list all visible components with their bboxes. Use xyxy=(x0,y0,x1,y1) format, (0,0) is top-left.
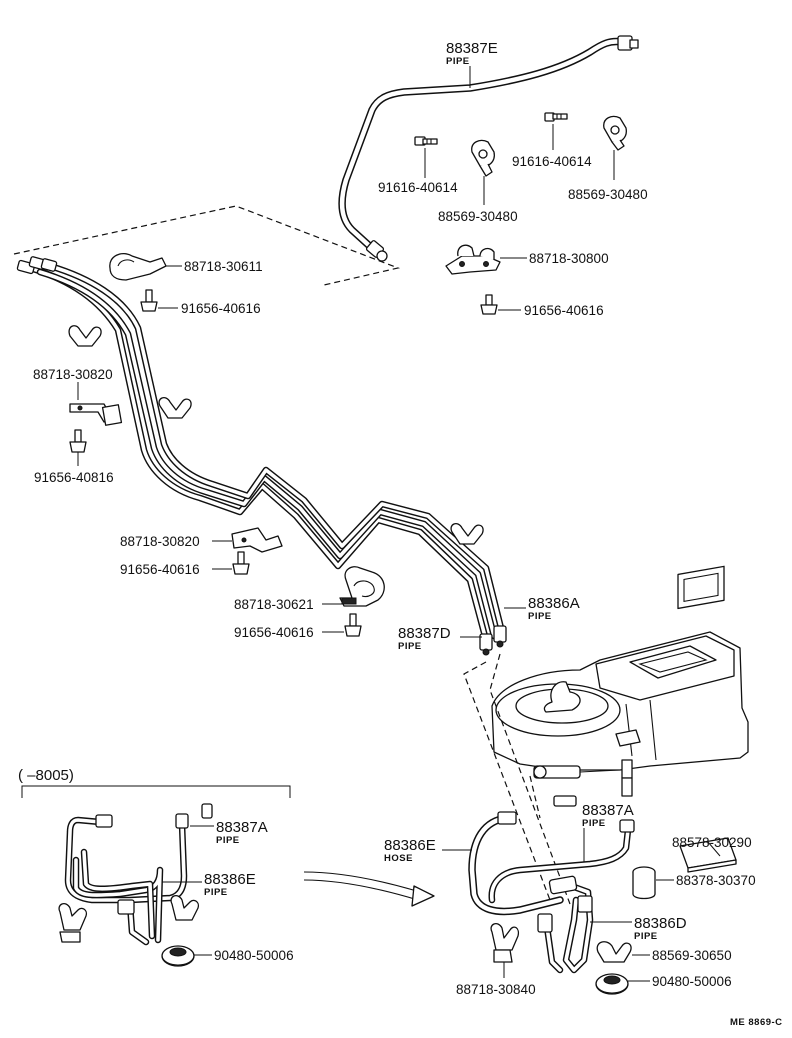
label-88387a-left-pipe: PIPE xyxy=(216,835,240,846)
bracket-88718-30820-b xyxy=(231,527,283,553)
label-88718-30820-b: 88718-30820 xyxy=(120,534,200,549)
label-88386e-hose-type: HOSE xyxy=(384,853,413,864)
label-91656-40616-right: 91656-40616 xyxy=(524,303,604,318)
bolt-91656-40816 xyxy=(69,429,87,453)
label-88387a-right-pipe: PIPE xyxy=(582,818,606,829)
label-88718-30800: 88718-30800 xyxy=(529,251,609,266)
bundle-clip-3 xyxy=(450,523,484,545)
label-88386d: 88386D xyxy=(634,915,687,932)
label-88386e-left: 88386E xyxy=(204,871,256,888)
clamp-88569-30480-a xyxy=(471,139,495,177)
bolt-91616-40614-a xyxy=(414,136,438,146)
clamp-88718-30800 xyxy=(445,244,501,275)
label-88718-30611: 88718-30611 xyxy=(184,259,263,274)
label-91616-40614-a: 91616-40614 xyxy=(378,180,458,195)
clamp-88718-30621 xyxy=(339,566,385,607)
label-90480-50006-right: 90480-50006 xyxy=(652,974,732,989)
bolt-91656-40616-1 xyxy=(140,289,158,312)
bolt-91616-40614-b xyxy=(544,112,568,122)
label-88569-30650: 88569-30650 xyxy=(652,948,732,963)
label-88387d-pipe: PIPE xyxy=(398,641,422,652)
guide-dash-1 xyxy=(463,661,551,901)
guide-dash-3 xyxy=(529,775,541,819)
pipe-88387e-fitting-top xyxy=(617,35,639,51)
grommet-90480-50006-left xyxy=(161,945,195,967)
grommet-90480-50006-right xyxy=(595,973,629,995)
label-91656-40816: 91656-40816 xyxy=(34,470,114,485)
label-88569-30480-b: 88569-30480 xyxy=(568,187,648,202)
label-88387a-right: 88387A xyxy=(582,802,634,819)
figure-code: ME 8869-C xyxy=(730,1017,783,1028)
label-88387e: 88387E xyxy=(446,40,498,57)
label-88386e-hose: 88386E xyxy=(384,837,436,854)
pipe-88387e-fitting-bottom xyxy=(365,240,388,262)
bolt-91656-40616-3 xyxy=(344,613,362,637)
bundle-fitting-right xyxy=(479,625,507,656)
bolt-91656-40616-2 xyxy=(232,551,250,575)
label-88718-30621: 88718-30621 xyxy=(234,597,314,612)
clamp-88569-30480-b xyxy=(603,115,627,151)
clamp-88718-30611 xyxy=(109,253,167,281)
clamp-88569-30650 xyxy=(596,941,632,963)
inset-bracket xyxy=(21,785,291,798)
bolt-91656-40616-right xyxy=(480,294,498,315)
bundle-clip-1 xyxy=(68,325,102,347)
label-88387d: 88387D xyxy=(398,625,451,642)
label-90480-50006-left: 90480-50006 xyxy=(214,948,294,963)
label-88718-30840: 88718-30840 xyxy=(456,982,536,997)
bundle-fitting-left xyxy=(16,256,58,275)
label-production-range: ( –8005) xyxy=(18,767,74,784)
bracket-88718-30820-a xyxy=(69,403,123,426)
label-88387a-left: 88387A xyxy=(216,819,268,836)
clamp-88718-30840 xyxy=(490,923,520,963)
label-88569-30480-a: 88569-30480 xyxy=(438,209,518,224)
label-91656-40616-2: 91656-40616 xyxy=(120,562,200,577)
guide-dash-2 xyxy=(489,653,571,905)
label-88387e-pipe: PIPE xyxy=(446,56,470,67)
heater-unit xyxy=(491,565,749,779)
bundle-clip-2 xyxy=(158,397,192,419)
label-88386d-pipe: PIPE xyxy=(634,931,658,942)
inset-pipe-assembly xyxy=(58,803,213,946)
part-88378-30370 xyxy=(632,866,656,900)
label-88378-30370: 88378-30370 xyxy=(676,873,756,888)
label-88578-30290: 88578-30290 xyxy=(672,835,752,850)
label-91656-40616-1: 91656-40616 xyxy=(181,301,261,316)
label-88386a: 88386A xyxy=(528,595,580,612)
label-91656-40616-3: 91656-40616 xyxy=(234,625,314,640)
part-88578-30290 xyxy=(679,837,737,873)
lower-right-assembly xyxy=(468,777,635,974)
transition-arrow xyxy=(303,871,435,907)
dashed-detail-area xyxy=(13,205,401,286)
label-88386e-left-pipe: PIPE xyxy=(204,887,228,898)
label-88718-30820-a: 88718-30820 xyxy=(33,367,113,382)
label-91616-40614-b: 91616-40614 xyxy=(512,154,592,169)
label-88386a-pipe: PIPE xyxy=(528,611,552,622)
pipe-bundle-main xyxy=(16,256,507,656)
